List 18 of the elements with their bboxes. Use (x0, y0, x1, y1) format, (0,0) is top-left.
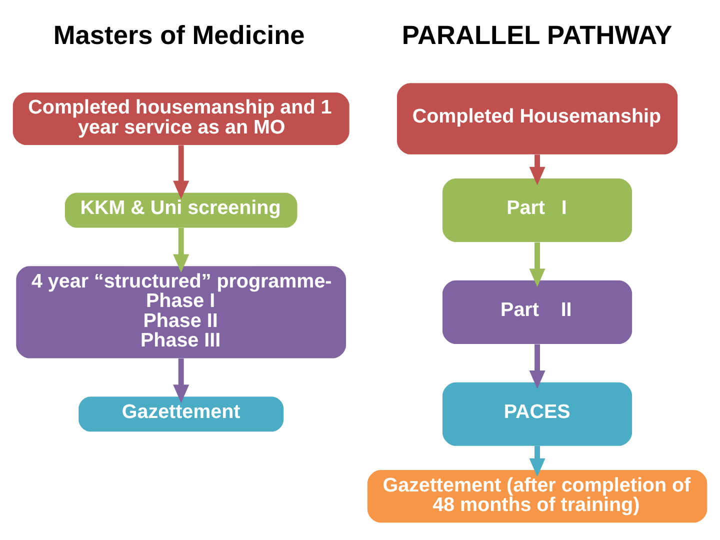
node-box: Gazettement (after completion of 48 months of training) (367, 470, 708, 523)
node-box: Completed housemanship and 1 year service as an MO (12, 92, 350, 146)
arrow (173, 145, 190, 200)
node-box: PACES (442, 382, 632, 446)
label: Masters of Medicine (53, 20, 305, 50)
node-box: Gazettement (78, 396, 284, 432)
arrow (173, 228, 190, 273)
label: PARALLEL PATHWAY (402, 20, 672, 50)
node-box: Part II (442, 280, 632, 344)
arrow (529, 344, 546, 389)
node-box: Part I (442, 178, 632, 242)
node-box: KKM & Uni screening (64, 192, 298, 228)
node-box: 4 year “structured” programme- Phase I Phase II Phase III (16, 266, 346, 358)
arrow (173, 358, 190, 403)
arrow (529, 154, 546, 186)
arrow (529, 446, 546, 477)
node-box: Completed Housemanship (397, 83, 678, 154)
arrow (529, 242, 546, 287)
